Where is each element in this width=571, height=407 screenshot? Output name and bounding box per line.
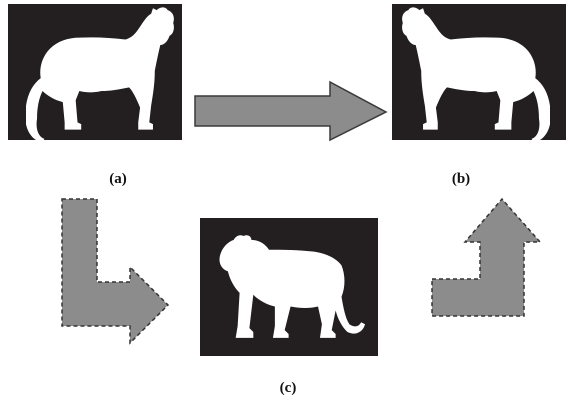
caption-a: (a) [109, 171, 127, 187]
arrow-a-to-b-right-arrow-icon [194, 80, 388, 142]
panel-a [8, 4, 182, 143]
panel-c [200, 218, 378, 356]
caption-b: (b) [452, 171, 470, 187]
caption-c: (c) [280, 380, 297, 396]
right-l-shaped-arrow-icon [431, 197, 542, 317]
panel-b [392, 4, 566, 143]
left-l-shaped-arrow-icon [61, 198, 170, 345]
